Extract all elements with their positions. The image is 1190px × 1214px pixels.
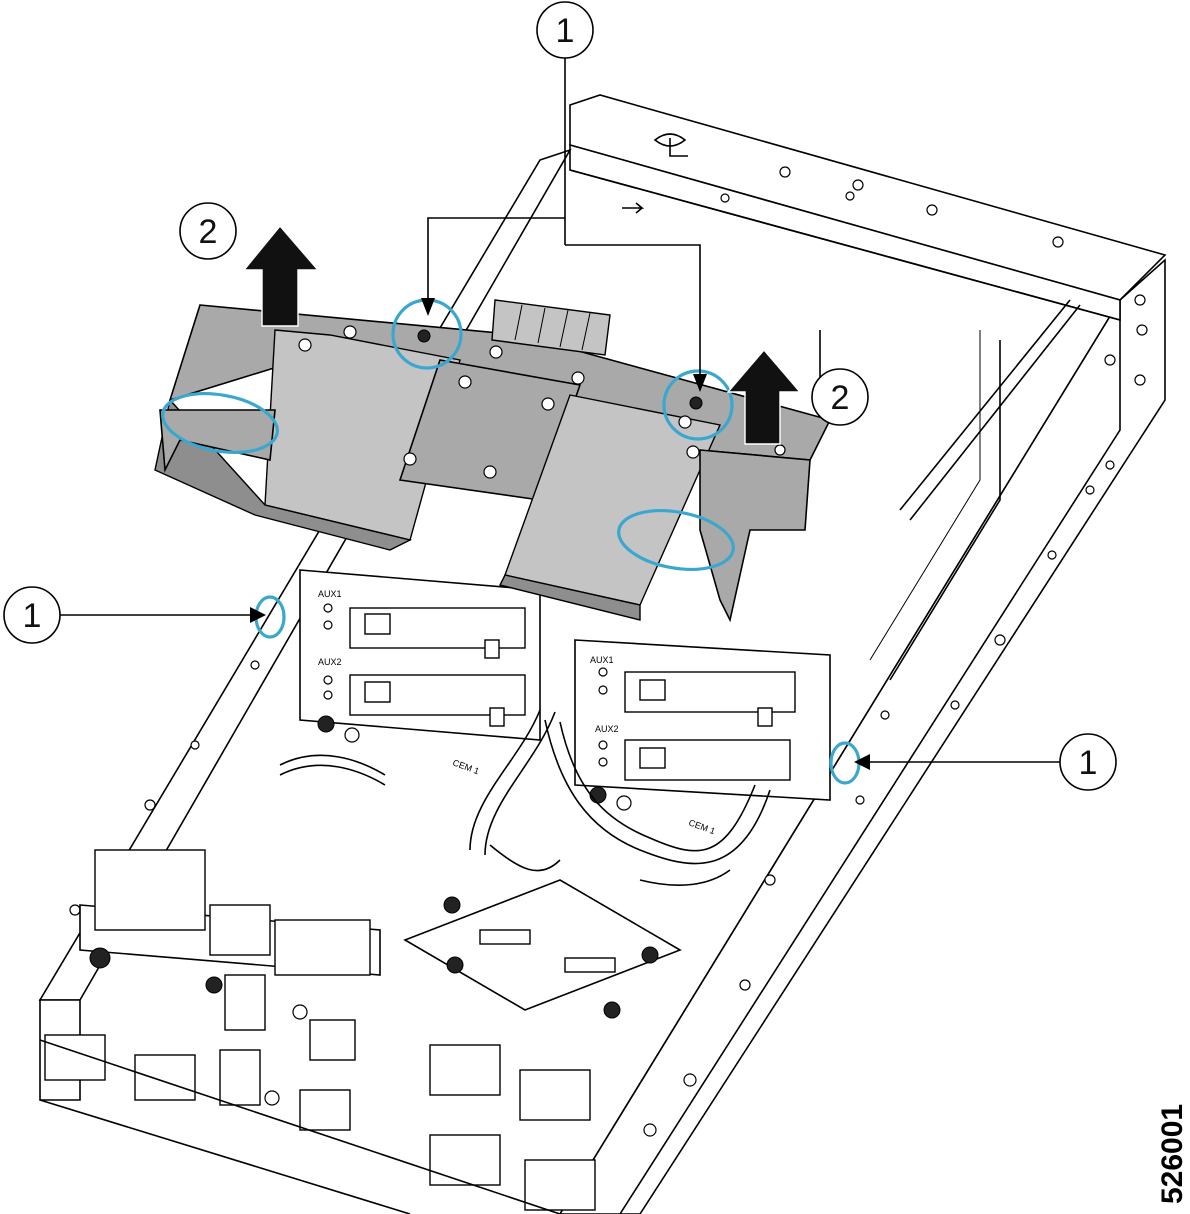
aux2-label-left: AUX2 (318, 657, 342, 667)
callout-2-right: 2 (811, 368, 869, 426)
front-power-connectors (44, 974, 596, 1211)
callout-1-left: 1 (3, 586, 61, 644)
highlight-handle-right (617, 509, 735, 571)
figure-number: 526001 (1156, 1104, 1189, 1204)
callout-leaders (60, 55, 1060, 770)
air-duct (154, 299, 832, 623)
callout-2-left: 2 (179, 202, 237, 260)
svg-text:2: 2 (199, 213, 218, 251)
svg-text:1: 1 (23, 597, 42, 635)
highlight-handle-left (161, 392, 279, 454)
aux1-label-right: AUX1 (590, 655, 614, 665)
lift-arrow-left (242, 224, 320, 327)
internal-components: AUX1 AUX2 CEM 1 AUX1 AUX2 CEM 1 (39, 569, 831, 1214)
lift-arrow-right (726, 348, 802, 445)
callout-1-top: 1 (536, 1, 594, 59)
cem-label-left: CEM 1 (451, 757, 480, 776)
svg-text:1: 1 (1079, 744, 1098, 782)
center-board (403, 879, 682, 1011)
cem-label-right: CEM 1 (687, 817, 716, 836)
svg-text:2: 2 (831, 379, 850, 417)
callout-1-right: 1 (1059, 733, 1117, 791)
svg-text:1: 1 (556, 12, 575, 50)
aux1-label-left: AUX1 (318, 589, 342, 599)
highlight-screw-top-right (662, 369, 734, 441)
aux2-label-right: AUX2 (595, 724, 619, 734)
